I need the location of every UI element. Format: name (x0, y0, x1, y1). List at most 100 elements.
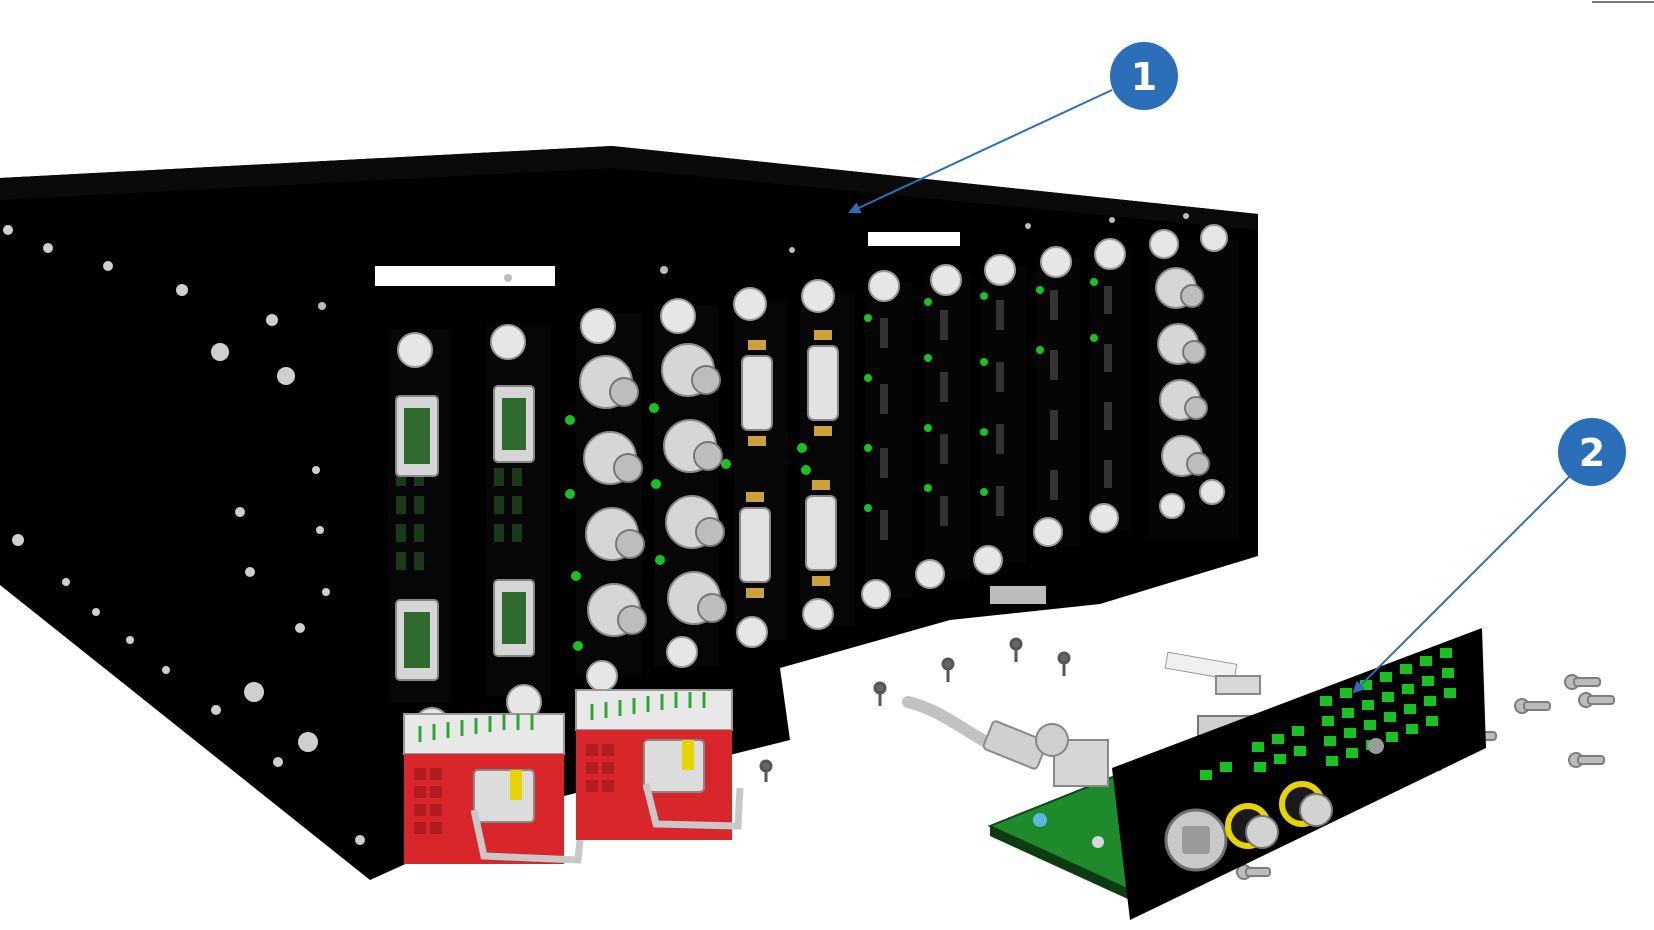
top-screws (318, 213, 1189, 310)
bnc-connector (587, 583, 647, 637)
thumbscrew (733, 287, 767, 321)
jack-screw (748, 340, 766, 350)
thumbscrew (1033, 517, 1063, 547)
jack-screw (814, 426, 832, 436)
label-strip (375, 266, 555, 286)
label-strip (868, 232, 960, 246)
dvi-connector (807, 345, 839, 421)
bnc-connector (1159, 379, 1208, 421)
interface-module-board (987, 628, 1486, 920)
faceplate-screw (1368, 738, 1384, 754)
status-leds (980, 292, 988, 496)
status-leds (565, 415, 583, 651)
callout-number-1: 1 (1131, 55, 1157, 99)
bnc-connector (583, 431, 643, 485)
side-screws (3, 225, 365, 845)
card-narrow-1 (861, 270, 912, 609)
thumbscrew (1040, 246, 1072, 278)
vent-slots (880, 318, 888, 540)
thumbscrew (666, 636, 698, 668)
card-narrow-3 (973, 254, 1026, 575)
jack-screw (746, 492, 764, 502)
hd-connector-pins (502, 592, 526, 644)
dvi-connector (739, 507, 771, 583)
status-leds (649, 403, 731, 565)
loose-screws (759, 637, 1071, 782)
thumbscrew (1159, 493, 1185, 519)
jack-screw (814, 330, 832, 340)
bnc-connector (1225, 803, 1279, 849)
callout-badge-2 (1558, 418, 1626, 486)
psu-vent-slots (418, 714, 534, 742)
iec-inlet (643, 739, 705, 793)
bnc-connector (579, 355, 639, 409)
jack-screw (812, 576, 830, 586)
card-dvi-1 (733, 287, 788, 648)
bnc-connector (665, 495, 725, 549)
thumbscrew (660, 298, 696, 334)
vent-slots (494, 468, 522, 542)
dvi-connector (741, 355, 773, 431)
card-hd-2 (486, 324, 550, 720)
jack-screw (812, 480, 830, 490)
card-bnc-1 (565, 308, 647, 692)
psu-vent-slots (590, 692, 706, 720)
thumbscrew (984, 254, 1016, 286)
vent-slots (1050, 290, 1058, 500)
latch (510, 770, 522, 800)
callout-badge-1 (1110, 42, 1178, 110)
hd-connector-pins (404, 612, 430, 668)
network-cable (902, 696, 1048, 770)
hd-connector-pins (404, 408, 430, 464)
jack-screw (748, 436, 766, 446)
thumbscrew (580, 308, 616, 344)
bnc-connector (585, 507, 645, 561)
hd-connector-pins (502, 398, 526, 450)
card-hd-1 (388, 330, 452, 743)
vent-slots (940, 310, 948, 526)
power-supply-2 (575, 689, 744, 840)
leader-line-2 (1352, 471, 1575, 694)
bnc-connector (663, 419, 723, 473)
ribbon-connector (1164, 651, 1261, 695)
thumbscrew (1094, 238, 1126, 270)
card-bnc-2 (649, 298, 731, 668)
bnc-connector (1157, 323, 1206, 365)
board-component (1033, 813, 1047, 827)
card-narrow-4 (1033, 246, 1080, 547)
callout-1: 1 (848, 42, 1178, 214)
thumbscrew (973, 545, 1003, 575)
faceplate-perforations (1200, 648, 1456, 780)
thumbscrew (736, 616, 768, 648)
jack-screw (746, 588, 764, 598)
card-narrow-5 (1089, 238, 1132, 533)
thumbscrew (1089, 503, 1119, 533)
thumbscrew (930, 264, 962, 296)
vent-slots (1104, 286, 1112, 488)
card-narrow-2 (915, 264, 970, 589)
bnc-connector (661, 343, 721, 397)
thumbscrew (802, 598, 834, 630)
status-leds (1036, 286, 1044, 354)
dvi-connector (805, 495, 837, 571)
callout-2: 2 (1352, 418, 1626, 694)
status-leds (864, 314, 872, 512)
bnc-connector (667, 571, 727, 625)
callout-number-2: 2 (1579, 431, 1605, 475)
bnc-connector (1161, 435, 1210, 477)
iec-inlet (473, 769, 535, 823)
latch (682, 740, 694, 770)
ribbon-tab (990, 586, 1046, 604)
thumbscrew (868, 270, 900, 302)
psu-handle (642, 783, 744, 830)
board-component (1092, 836, 1104, 848)
power-supply-1 (403, 713, 586, 864)
vent-slots (996, 300, 1004, 516)
board-component (1035, 723, 1069, 757)
rj45-port (1182, 826, 1210, 854)
card-dvi-2 (797, 279, 854, 630)
thumbscrew (397, 332, 433, 368)
bnc-connector (1279, 781, 1333, 827)
psu-grid (586, 744, 614, 792)
